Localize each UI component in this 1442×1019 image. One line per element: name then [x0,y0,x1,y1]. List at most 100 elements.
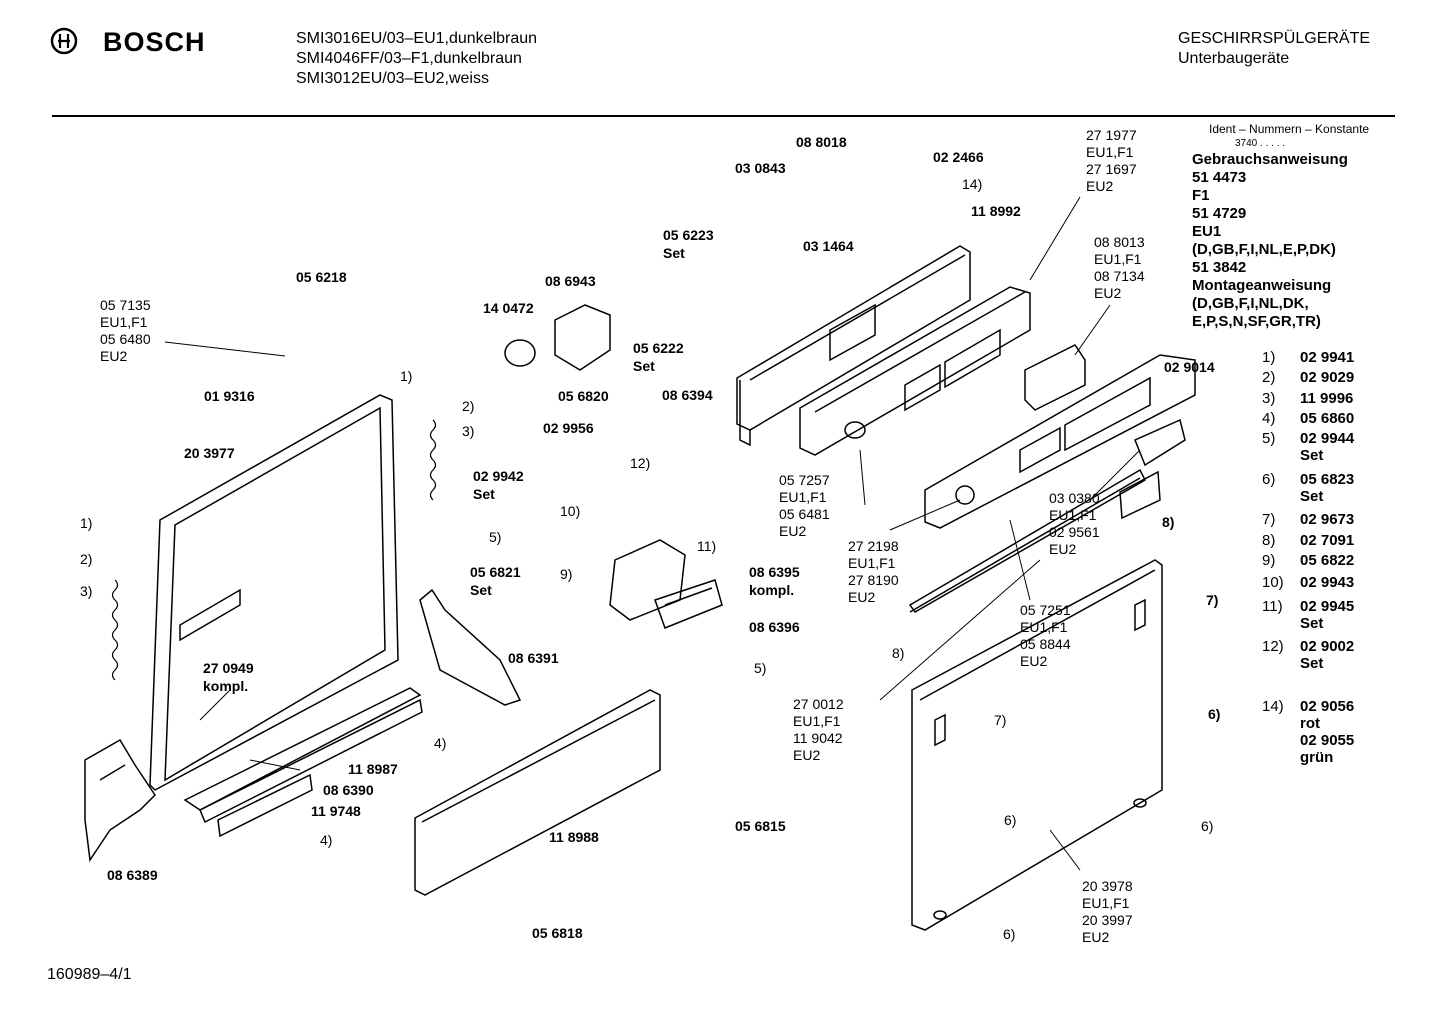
door-lock [609,539,723,629]
part-group-line: 05 7251 [1020,602,1071,618]
callout-number: 2) [462,398,475,414]
part-group-line: EU2 [1086,178,1114,194]
part-label: 08 6395 [749,564,800,580]
part-label: 02 9014 [1164,359,1215,375]
part-label: 05 6222 [633,340,684,356]
model-list: SMI3016EU/03–EU1,dunkelbraun SMI4046FF/0… [296,29,537,89]
ident-title: Ident – Nummern – Konstante [1209,122,1370,136]
part-group-line: 08 7134 [1094,268,1145,284]
callout-number: 6) [1004,812,1017,828]
category-title: GESCHIRRSPÜLGERÄTE Unterbaugeräte [1178,29,1370,69]
part-label: 11 8987 [348,761,398,777]
part-group-line: EU1,F1 [1094,251,1142,267]
callout-number: 1) [400,368,413,384]
callout-number: 4) [434,735,447,751]
part-group: 03 0380 EU1,F1 02 9561 EU2 [1049,490,1100,558]
callout-number: 14) [962,176,983,192]
doc-line: (D,GB,F,I,NL,E,P,DK) [1192,241,1336,258]
doc-line: (D,GB,F,I,NL,DK, [1192,295,1309,312]
part-label: 11 8992 [971,203,1021,219]
part-group: 05 7257 EU1,F1 05 6481 EU2 [779,472,830,540]
part-group-line: 27 1977 [1086,127,1137,143]
part-group: 20 3978 EU1,F1 20 3997 EU2 [1082,878,1133,946]
part-label: 02 9942 [473,468,524,484]
callout-number: 6) [1201,818,1214,834]
part-label: 08 6391 [508,650,559,666]
part-group-line: EU2 [793,747,821,763]
category: GESCHIRRSPÜLGERÄTE [1178,30,1371,47]
callout-number: 6) [1208,706,1221,722]
part-group-line: EU2 [848,589,876,605]
callout-number: 12) [630,455,651,471]
kick-plate [414,689,661,896]
part-group-line: 27 0012 [793,696,844,712]
callout-number: 3) [80,583,93,599]
part-group-line: EU2 [100,348,128,364]
part-group-line: EU2 [1049,541,1077,557]
leader-lines [164,196,1141,871]
part-label: 03 1464 [803,238,854,254]
hinge-left [84,738,156,863]
callout-number: 6) [1003,926,1016,942]
callout-number: 7) [994,712,1007,728]
part-label: 02 2466 [933,149,984,165]
model-line: SMI3016EU/03–EU1,dunkelbraun [296,30,538,47]
part-label: 01 9316 [204,388,255,404]
callout-number: 10) [560,503,581,519]
legend-item: 7)02 9673 [1262,511,1355,528]
spring-right [429,419,437,501]
part-label: Set [633,358,655,374]
part-label: 08 6390 [323,782,374,798]
legend-item: 2)02 9029 [1262,369,1355,386]
bosch-logo-icon [50,27,78,60]
callout-number: 5) [754,660,767,676]
part-group-line: 08 8013 [1094,234,1145,250]
model-line: SMI4046FF/03–F1,dunkelbraun [296,50,522,67]
fascia-panel [799,286,1031,456]
control-plate [924,354,1196,529]
part-group: 27 0012 EU1,F1 11 9042 EU2 [793,696,844,764]
callout-number: 8) [892,645,905,661]
part-label: 08 6394 [662,387,713,403]
part-group-line: 05 7257 [779,472,830,488]
part-group: 27 1977 EU1,F1 27 1697 EU2 [1086,127,1137,195]
legend-item: 8)02 7091 [1262,532,1355,549]
part-group-line: EU1,F1 [1020,619,1068,635]
legend-item: 9)05 6822 [1262,552,1355,569]
drawing-code: 160989–4/1 [47,966,132,983]
callout-number: 9) [560,566,573,582]
callout-number: 1) [80,515,93,531]
part-group-line: EU1,F1 [1086,144,1134,160]
part-group-line: EU1,F1 [848,555,896,571]
part-group-line: 27 8190 [848,572,899,588]
header-divider [52,115,1395,117]
part-group-line: EU1,F1 [100,314,148,330]
part-label: 11 9748 [311,803,361,819]
part-group: 05 7135 EU1,F1 05 6480 EU2 [100,297,151,365]
part-group-line: 05 6481 [779,506,830,522]
part-group-line: EU1,F1 [1049,507,1097,523]
part-label: 08 6943 [545,273,596,289]
part-label: 20 3977 [184,445,235,461]
callout-number: 11) [697,538,717,554]
inner-door [149,394,399,791]
part-label: kompl. [203,678,249,694]
part-group-line: EU2 [779,523,807,539]
part-group-line: EU1,F1 [1082,895,1130,911]
part-group: 05 7251 EU1,F1 05 8844 EU2 [1020,602,1071,670]
part-group-line: 27 1697 [1086,161,1137,177]
part-group-line: 05 8844 [1020,636,1071,652]
outer-door-panel [911,559,1163,931]
callout-number: 2) [80,551,93,567]
doc-line: EU1 [1192,223,1222,240]
part-label: 05 6821 [470,564,521,580]
model-line: SMI3012EU/03–EU2,weiss [296,70,489,87]
part-label: 14 0472 [483,300,534,316]
terminal-block [1024,344,1086,411]
callout-number: 5) [489,529,502,545]
part-label: 27 0949 [203,660,254,676]
part-group-line: 20 3997 [1082,912,1133,928]
